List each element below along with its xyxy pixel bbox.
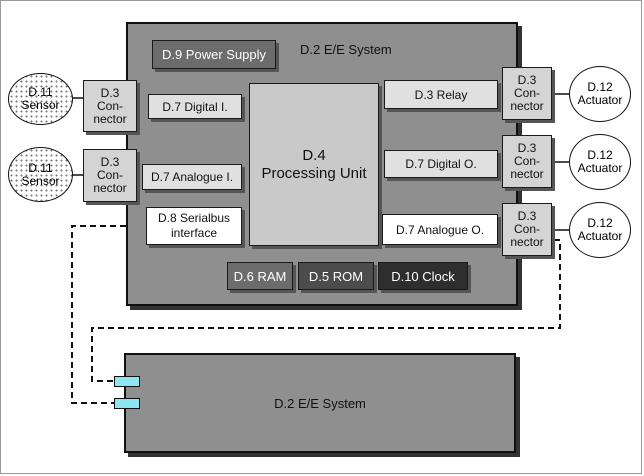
connector-text: Con- bbox=[513, 86, 540, 100]
ee-system-bottom: D.2 E/E System bbox=[124, 353, 516, 453]
left-connector-2: D.3 Con- nector bbox=[83, 149, 137, 202]
actuator-label: Actuator bbox=[577, 161, 623, 175]
connector-id: D.3 bbox=[517, 209, 537, 223]
connector-text: nector bbox=[510, 167, 544, 181]
sensor-id: D.11 bbox=[28, 85, 53, 99]
sensor-2: D.11 Sensor bbox=[8, 147, 73, 202]
actuator-3: D.12 Actuator bbox=[569, 202, 631, 258]
left-connector-1: D.3 Con- nector bbox=[83, 80, 137, 132]
connector-id: D.3 bbox=[517, 73, 537, 87]
ee-system-top-label: D.2 E/E System bbox=[300, 42, 392, 57]
power-supply-box: D.9 Power Supply bbox=[152, 40, 276, 69]
sensor-label: Sensor bbox=[21, 98, 60, 112]
sensor-1: D.11 Sensor bbox=[8, 73, 73, 125]
actuator-label: Actuator bbox=[577, 229, 623, 243]
actuator-id: D.12 bbox=[587, 80, 613, 94]
connector-id: D.3 bbox=[517, 141, 537, 155]
serialbus-line2: interface bbox=[170, 226, 218, 240]
ee-system-bottom-label: D.2 E/E System bbox=[274, 395, 366, 411]
actuator-id: D.12 bbox=[587, 148, 613, 162]
right-connector-3: D.3 Con- nector bbox=[502, 203, 552, 256]
connector-text: nector bbox=[93, 111, 127, 126]
analogue-input-box: D.7 Analogue I. bbox=[142, 164, 242, 190]
processing-unit-label: Processing Unit bbox=[261, 164, 367, 182]
processing-unit-box: D.4 Processing Unit bbox=[249, 83, 379, 246]
sensor-id: D.11 bbox=[28, 160, 53, 175]
connector-text: Con- bbox=[96, 98, 123, 113]
actuator-id: D.12 bbox=[587, 216, 613, 230]
actuator-label: Actuator bbox=[577, 93, 623, 107]
connector-text: nector bbox=[510, 235, 544, 249]
processing-unit-id: D.4 bbox=[302, 146, 326, 164]
connector-text: Con- bbox=[513, 154, 540, 168]
sensor-label: Sensor bbox=[21, 173, 60, 188]
bus-connector-2 bbox=[114, 398, 140, 409]
connector-text: nector bbox=[93, 181, 127, 195]
serialbus-line1: D.8 Serialbus bbox=[157, 211, 231, 225]
digital-input-box: D.7 Digital I. bbox=[148, 94, 242, 119]
actuator-2: D.12 Actuator bbox=[569, 134, 631, 190]
relay-box: D.3 Relay bbox=[384, 80, 498, 109]
connector-text: nector bbox=[510, 99, 544, 113]
connector-id: D.3 bbox=[100, 155, 120, 169]
rom-box: D.5 ROM bbox=[298, 262, 374, 290]
analogue-output-box: D.7 Analogue O. bbox=[382, 214, 498, 245]
digital-output-box: D.7 Digital O. bbox=[384, 150, 498, 178]
right-connector-1: D.3 Con- nector bbox=[502, 67, 552, 120]
right-connector-2: D.3 Con- nector bbox=[502, 135, 552, 188]
connector-id: D.3 bbox=[100, 85, 120, 100]
connector-text: Con- bbox=[513, 222, 540, 236]
bus-connector-1 bbox=[114, 376, 140, 387]
connector-text: Con- bbox=[96, 168, 123, 182]
actuator-1: D.12 Actuator bbox=[569, 66, 631, 122]
ram-box: D.6 RAM bbox=[227, 262, 293, 290]
serialbus-interface-box: D.8 Serialbus interface bbox=[146, 207, 242, 245]
clock-box: D.10 Clock bbox=[378, 262, 468, 290]
